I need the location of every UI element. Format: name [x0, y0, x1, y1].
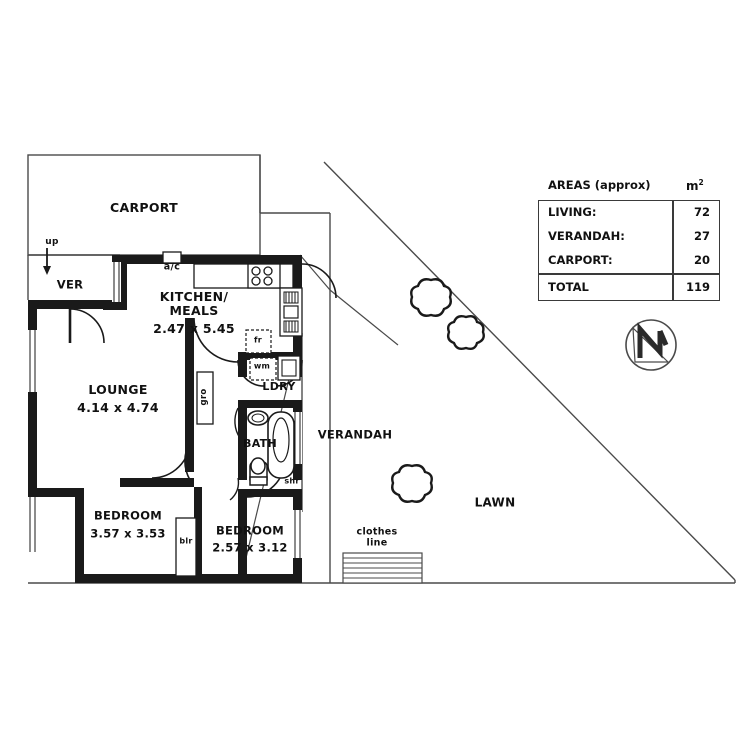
fixture-label-clothes-line: clothes line: [356, 526, 398, 548]
areas-table-box: LIVING: 72 VERANDAH: 27 CARPORT: 20 TOTA…: [538, 200, 720, 301]
clothes-line-rack: [342, 552, 423, 584]
room-dims-kitchen-meals: 2.47 x 5.45: [153, 321, 235, 336]
areas-row-living: LIVING: 72: [539, 201, 719, 225]
room-label-bedroom-2: BEDROOM: [215, 523, 285, 538]
step-up-arrow: [43, 248, 51, 275]
areas-row-carport-value: 20: [693, 253, 710, 267]
front-verandah-outline: [27, 254, 120, 300]
bedroom-robe: [175, 517, 197, 577]
fixture-label-shower: shr: [284, 476, 300, 486]
room-label-lawn: LAWN: [474, 495, 516, 510]
room-label-rear-verandah: VERANDAH: [317, 427, 393, 442]
trees: [391, 278, 485, 503]
areas-row-total-label: TOTAL: [548, 279, 589, 294]
fixture-label-step-up: up: [45, 236, 59, 247]
fixture-label-air-conditioner: a/c: [163, 261, 181, 273]
areas-row-verandah: VERANDAH: 27: [539, 225, 719, 249]
areas-row-verandah-value: 27: [693, 229, 710, 243]
north-point-icon: [625, 319, 677, 371]
carport-outline: [27, 154, 331, 256]
room-label-laundry: LDRY: [262, 379, 296, 393]
areas-table-title: AREAS (approx): [548, 178, 651, 192]
fixture-label-built-in-robe: blr: [179, 536, 193, 546]
room-label-kitchen-meals: KITCHEN/ MEALS: [159, 289, 229, 318]
fixture-label-washing-machine: wm: [253, 361, 271, 371]
areas-row-verandah-label: VERANDAH:: [548, 229, 625, 243]
areas-table-total-divider: [539, 273, 719, 275]
room-label-front-verandah: VER: [56, 277, 84, 292]
room-dims-bedroom-2: 2.57 x 3.12: [212, 540, 288, 555]
room-dims-bedroom-1: 3.57 x 3.53: [90, 526, 166, 541]
areas-row-total-value: 119: [685, 279, 710, 294]
room-label-carport: CARPORT: [110, 200, 178, 215]
laundry-fittings: [249, 355, 301, 381]
room-label-lounge: LOUNGE: [88, 382, 148, 397]
areas-row-carport-label: CARPORT:: [548, 253, 613, 267]
areas-row-carport: CARPORT: 20: [539, 249, 719, 273]
areas-row-living-value: 72: [693, 205, 710, 219]
areas-table-unit: m2: [686, 178, 704, 193]
room-label-bathroom: BATH: [243, 436, 277, 450]
areas-table-rows: LIVING: 72 VERANDAH: 27 CARPORT: 20: [539, 201, 719, 273]
areas-row-total: TOTAL 119: [539, 274, 719, 300]
areas-table-column-divider: [672, 201, 674, 273]
areas-row-living-label: LIVING:: [548, 205, 597, 219]
room-dims-lounge: 4.14 x 4.74: [77, 400, 159, 415]
bathroom-fittings: [247, 410, 295, 486]
areas-table: AREAS (approx) m2 LIVING: 72 VERANDAH: 2…: [538, 178, 720, 301]
areas-table-total-column-divider: [672, 274, 674, 300]
fixture-label-robe: gro: [199, 388, 210, 406]
areas-table-header: AREAS (approx) m2: [538, 178, 720, 200]
room-label-bedroom-1: BEDROOM: [93, 508, 163, 523]
kitchen-fittings: [162, 251, 303, 425]
fixture-label-fridge: fr: [253, 335, 263, 345]
